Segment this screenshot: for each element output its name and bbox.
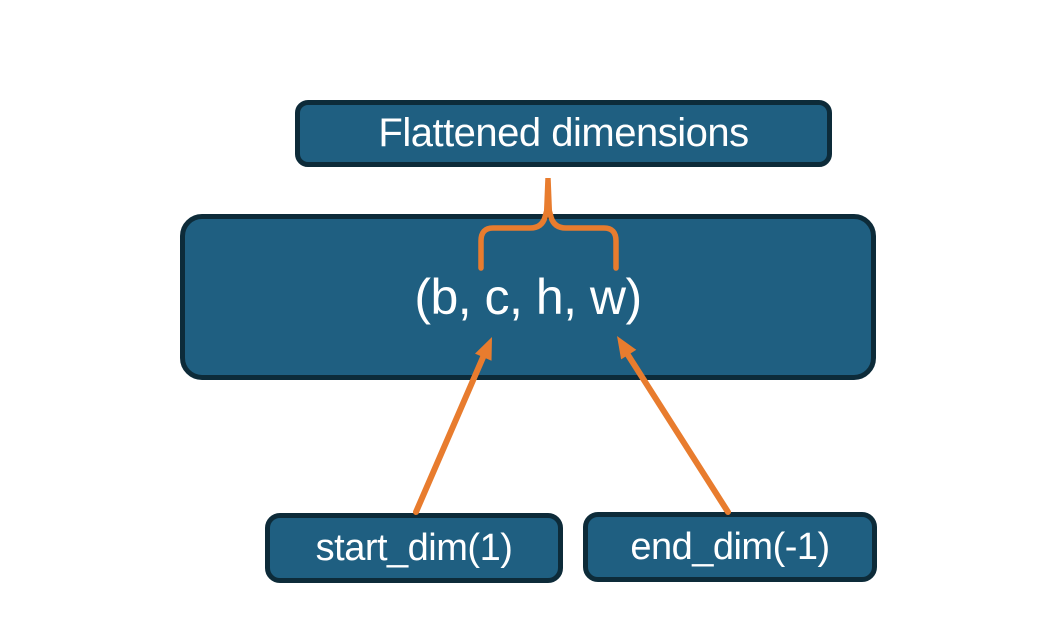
node-end-dim-label: end_dim(-1) bbox=[630, 525, 830, 568]
node-tensor-shape: (b, c, h, w) bbox=[180, 214, 876, 380]
node-start-dim: start_dim(1) bbox=[265, 513, 563, 583]
node-flattened-dimensions: Flattened dimensions bbox=[295, 100, 832, 167]
node-tensor-shape-label: (b, c, h, w) bbox=[414, 269, 642, 325]
node-flattened-dimensions-label: Flattened dimensions bbox=[378, 111, 749, 155]
brace-stem bbox=[544, 178, 552, 210]
node-end-dim: end_dim(-1) bbox=[583, 512, 877, 582]
node-start-dim-label: start_dim(1) bbox=[315, 526, 513, 569]
